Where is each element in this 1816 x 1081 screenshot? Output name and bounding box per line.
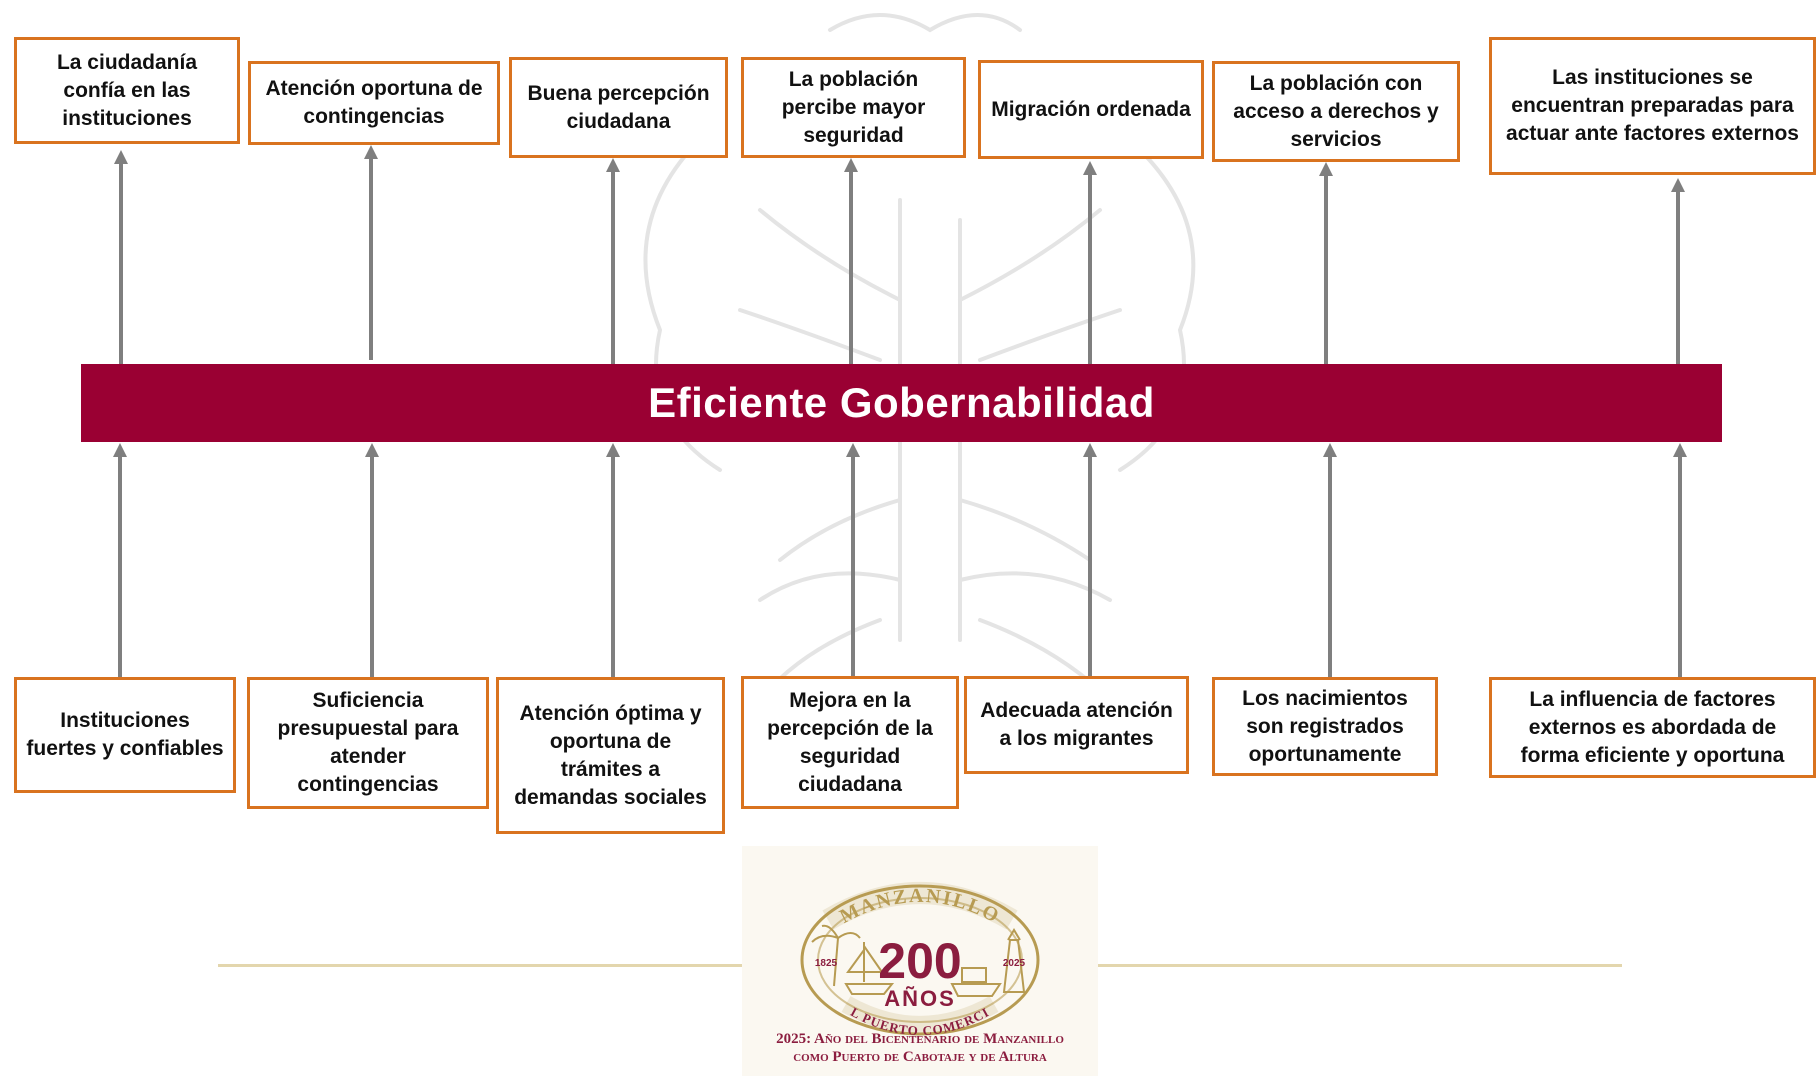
effect-box-5: Migración ordenada [978,60,1204,159]
effect-box-2: Atención oportuna de contingencias [248,61,500,145]
seal-year-right: 2025 [1003,958,1026,969]
effect-box-7: Las instituciones se encuentran preparad… [1489,37,1816,175]
effect-box-4: La población percibe mayor seguridad [741,57,966,158]
connector-arrow-head [606,443,620,457]
seal-top-text: MANZANILLO [836,885,1002,928]
connector-arrow-head [844,158,858,172]
footer-divider-left [218,964,778,967]
footer-divider-right [1060,964,1622,967]
connector-arrow-head [113,443,127,457]
seal-emblem-icon: MANZANILLO 200 AÑO [737,834,1040,1038]
connector-arrow-head [365,443,379,457]
connector-arrow-head [846,443,860,457]
connector-arrow-head [1083,443,1097,457]
seal-number: 200 [878,933,961,989]
tagline-line-2: como Puerto de Cabotaje y de Altura [793,1049,1047,1065]
cause-box-7: La influencia de factores externos es ab… [1489,677,1816,778]
effect-box-3: Buena percepción ciudadana [509,57,728,158]
connector-arrow-head [1319,162,1333,176]
connector-arrow-head [114,150,128,164]
cause-box-5: Adecuada atención a los migrantes [964,676,1189,774]
seal-year-left: 1825 [815,958,838,969]
cause-box-3: Atención óptima y oportuna de trámites a… [496,677,725,834]
tagline-line-1: 2025: Año del Bicentenario de Manzanillo [776,1031,1064,1047]
cause-box-2: Suficiencia presupuestal para atender co… [247,677,489,809]
bicentennial-tagline: 2025: Año del Bicentenario de Manzanillo… [742,1030,1098,1066]
central-title: Eficiente Gobernabilidad [648,379,1155,426]
connector-arrow-head [606,158,620,172]
bicentennial-seal: MANZANILLO 200 AÑO [737,834,1098,1076]
svg-text:MANZANILLO: MANZANILLO [836,885,1004,928]
connector-arrow-head [1671,178,1685,192]
connector-arrow-head [1323,443,1337,457]
cause-box-4: Mejora en la percepción de la seguridad … [741,676,959,809]
connector-arrow-head [364,145,378,159]
central-banner: Eficiente Gobernabilidad [81,364,1722,442]
seal-word: AÑOS [884,986,956,1011]
cause-box-1: Instituciones fuertes y confiables [14,677,236,793]
connector-arrow-head [1673,443,1687,457]
connector-arrow-head [1083,161,1097,175]
effect-box-6: La población con acceso a derechos y ser… [1212,61,1460,162]
effect-box-1: La ciudadanía confía en las institucione… [14,37,240,144]
cause-box-6: Los nacimientos son registrados oportuna… [1212,677,1438,776]
